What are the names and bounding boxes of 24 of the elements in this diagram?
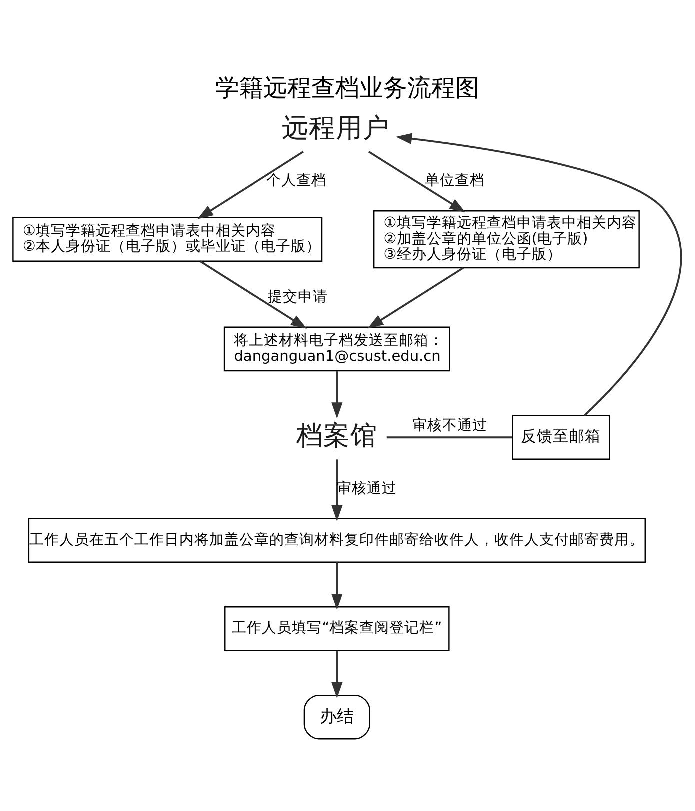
arrow [368, 151, 466, 213]
node-text: 档案馆 [296, 420, 378, 452]
node-box: ①填写学籍远程查档申请表中相关内容 ②本人身份证（电子版）或毕业证（电子版） [12, 217, 323, 262]
arrow [200, 260, 308, 329]
arrow [332, 460, 343, 522]
edge-label: 单位查档 [425, 173, 486, 190]
arrow [396, 133, 682, 416]
node-box: 反馈至邮箱 [512, 415, 610, 460]
arrow [332, 650, 343, 698]
node-box: 办结 [304, 694, 370, 740]
edge-label: 个人查档 [266, 173, 327, 190]
node-box: 工作人员在五个工作日内将加盖公章的查询材料复印件邮寄给收件人，收件人支付邮寄费用。 [28, 518, 646, 563]
edge-label: 审核不通过 [412, 418, 488, 434]
arrow [368, 267, 464, 329]
node-text: 远程用户 [282, 112, 390, 144]
edge-label: 提交申请 [268, 289, 328, 306]
node-box: 工作人员填写“档案查阅登记栏” [224, 606, 450, 652]
arrow [332, 371, 343, 419]
node-box: ①填写学籍远程查档申请表中相关内容 ②加盖公章的单位公函(电子版) ③经办人身份证（电子版） [374, 210, 640, 269]
arrow [332, 562, 343, 610]
diagram-title: 学籍远程查档业务流程图 [216, 74, 480, 102]
arrow [197, 151, 304, 220]
connector [386, 436, 512, 439]
node-box: 将上述材料电子档发送至邮箱： danganguan1@csust.edu.cn [224, 326, 450, 372]
